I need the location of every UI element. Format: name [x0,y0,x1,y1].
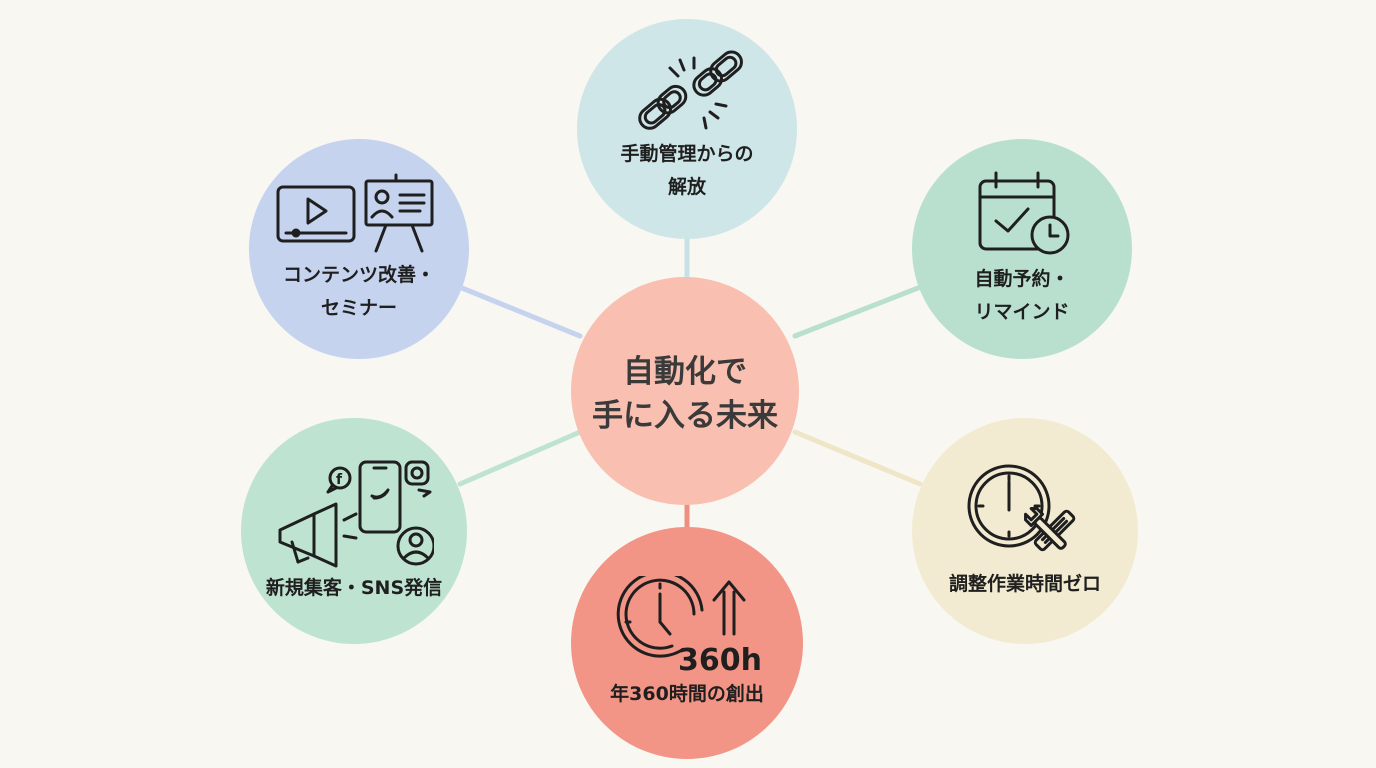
node-label: 年360時間の創出 [610,682,764,705]
video-presentation-icon [276,173,434,253]
connector-right-bottom [792,429,923,487]
clock-arrow-icon: 360h [616,575,762,676]
center-hub: 自動化で 手に入る未来 [571,277,799,505]
megaphone-social-icon: f [278,460,434,567]
connector-left-bottom [457,429,583,487]
node-zero-coordination-time: 調整作業時間ゼロ [912,418,1138,644]
broken-chain-icon [638,50,743,130]
node-label: 自動予約・ リマインド [974,268,1070,323]
center-title: 自動化で 手に入る未来 [592,354,778,434]
node-label: 調整作業時間ゼロ [948,572,1101,595]
node-label: 手動管理からの 解放 [620,143,754,198]
node-auto-booking-reminder: 自動予約・ リマインド [912,139,1132,359]
node-content-seminar: コンテンツ改善・ セミナー [249,139,469,359]
node-label: コンテンツ改善・ セミナー [282,264,435,319]
node-new-customers-sns: f 新規集客・SNS発信 [241,418,467,644]
connector-left-top [459,285,583,339]
facebook-icon: f [336,472,343,488]
clock-tools-icon [967,464,1076,551]
connector-right-top [792,285,921,339]
calendar-check-clock-icon [978,171,1070,255]
node-label: 新規集客・SNS発信 [265,576,443,599]
hours-badge: 360h [678,643,762,676]
node-create-360-hours: 360h 年360時間の創出 [571,527,803,759]
node-manual-management-release: 手動管理からの 解放 [577,19,797,239]
